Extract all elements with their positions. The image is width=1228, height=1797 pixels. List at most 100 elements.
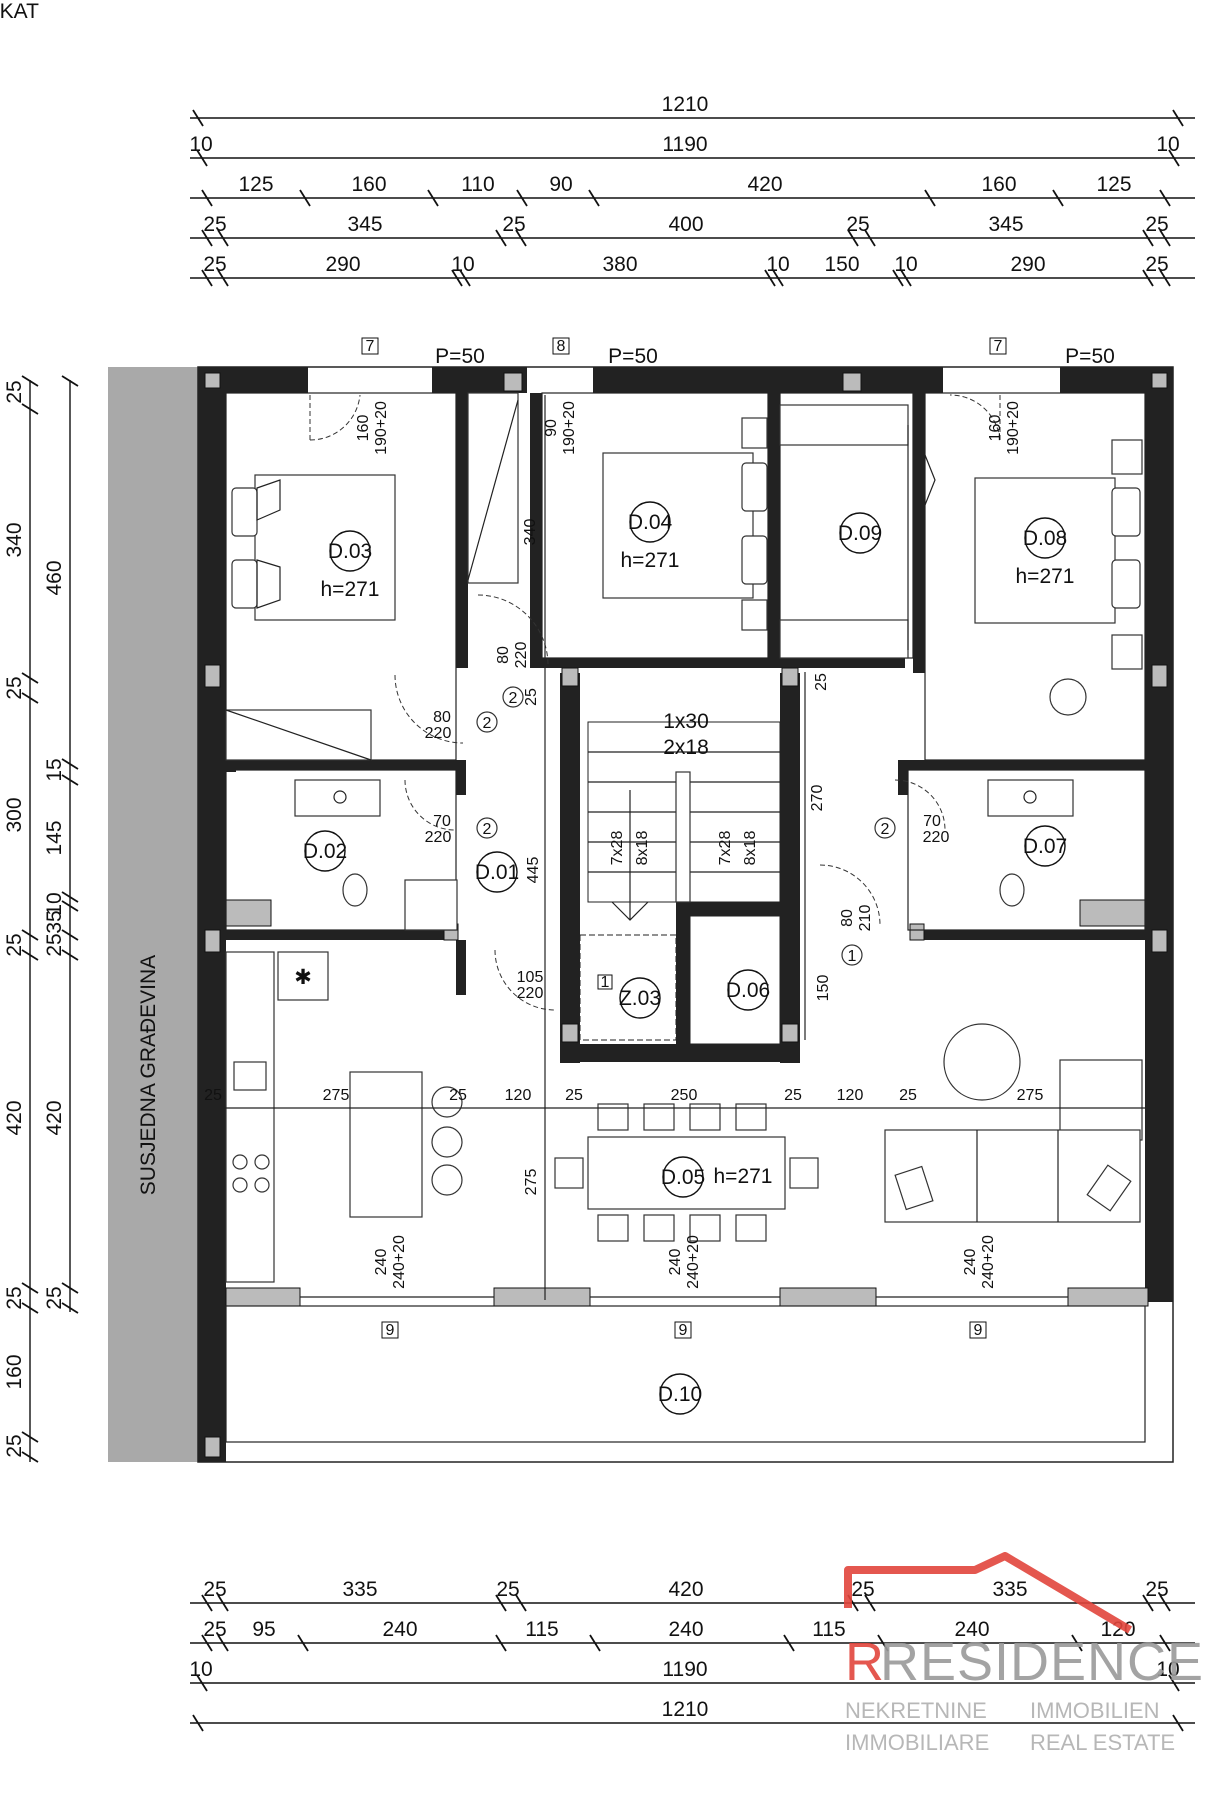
stairs-labels: 1x30 2x18 7x28 8x18 7x28 8x18 <box>609 710 759 865</box>
window-tag-top-2: 8 <box>557 338 566 355</box>
dim-living-depth: 275 <box>523 1169 540 1196</box>
dim-top-r3-4: 90 <box>549 173 572 196</box>
window-tag-bottom-3: 9 <box>974 1322 983 1339</box>
door-number-3: 2 <box>483 821 492 838</box>
room-tag-circle <box>1024 517 1066 559</box>
room-tag-d01: D.01 <box>475 851 519 893</box>
dim-top-r5-3: 10 <box>451 253 474 276</box>
w-d08-b: 190+20 <box>1005 401 1022 455</box>
window-tags: 7 8 7 9 9 9 <box>361 337 1007 1339</box>
room-tag-circle <box>662 1156 704 1198</box>
dim-left-9: 25 <box>3 1434 26 1457</box>
room-tag-z03: Z.03 <box>619 977 661 1019</box>
parapet-label-2: P=50 <box>608 345 658 368</box>
room-tag-circle <box>659 1373 701 1415</box>
dim-top-r3-3: 110 <box>461 173 494 196</box>
dim-top-r2-b: 1190 <box>662 133 707 156</box>
w-bottom-f: 240+20 <box>980 1235 997 1289</box>
bed-d03 <box>231 474 396 621</box>
dim-top-r5-5: 10 <box>766 253 789 276</box>
room-tag-d09: D.09 <box>838 512 882 554</box>
dim-top-r4-1: 25 <box>203 213 226 236</box>
room-tag-circle <box>619 977 661 1019</box>
w-bottom-e: 240 <box>962 1249 979 1276</box>
dim-bottom-r2-2: 95 <box>252 1618 275 1641</box>
room-code: D.08 <box>1023 527 1067 550</box>
brand-right-top: IMMOBILIEN <box>1030 1698 1160 1723</box>
dim-left-inner-2: 15 <box>43 758 66 781</box>
dim-d06: 150 <box>815 975 832 1002</box>
dim-left-5: 25 <box>3 933 26 956</box>
dim-left-inner-6: 25 <box>43 933 66 956</box>
neighbor-label: SUSJEDNA GRAĐEVINA <box>137 955 160 1195</box>
dim-left-inner-5: 35 <box>43 910 66 933</box>
room-code: D.02 <box>303 840 347 863</box>
dim-top-r5-2: 290 <box>325 253 360 276</box>
room-tag-d08: D.08h=271 <box>1016 517 1074 588</box>
stairs-riser: 2x18 <box>663 736 709 759</box>
stairs-flight-b2: 8x18 <box>742 831 759 866</box>
dim-top-r5-4: 380 <box>602 253 637 276</box>
dim-top-r5-6: 150 <box>824 253 859 276</box>
door-d06-h: 210 <box>857 905 874 932</box>
dim-top-r5-7: 10 <box>894 253 917 276</box>
dim-small-b: 25 <box>813 673 830 691</box>
door-z03-w: 105 <box>517 969 544 986</box>
room-code: D.04 <box>628 511 673 534</box>
window-tag-bottom-1: 9 <box>386 1322 395 1339</box>
w-bottom-b: 240+20 <box>391 1235 408 1289</box>
dim-top-r3-7: 125 <box>1096 173 1131 196</box>
top-dimensions: 1210 10 1190 10 125 160 110 90 420 160 1… <box>189 93 1195 287</box>
living-row-dim: 275 <box>1017 1087 1044 1104</box>
dim-bottom-r1-7: 25 <box>1145 1578 1168 1601</box>
dim-top-r3-1: 125 <box>238 173 273 196</box>
w-d08-a: 160 <box>987 415 1004 442</box>
dim-top-r4-6: 345 <box>988 213 1023 236</box>
window-tag-bottom-2: 9 <box>679 1322 688 1339</box>
floor-label: I.KAT <box>0 0 39 23</box>
dim-top-r5-1: 25 <box>203 253 226 276</box>
room-tag-circle <box>476 851 518 893</box>
dim-bottom-r3-3: 10 <box>1156 1658 1179 1681</box>
living-row-dim: 25 <box>204 1087 222 1104</box>
brand-initial: R <box>845 1632 885 1692</box>
room-tag-d07: D.07 <box>1023 825 1067 867</box>
bed-d04 <box>602 417 768 631</box>
room-tag-d04: D.04h=271 <box>621 501 679 572</box>
dim-top-r2-c: 10 <box>1156 133 1179 156</box>
dim-small-a: 25 <box>523 688 540 706</box>
dim-top-r4-3: 25 <box>502 213 525 236</box>
dim-bottom-r3-2: 1190 <box>662 1658 707 1681</box>
brand-name: RESIDENCE <box>880 1632 1204 1692</box>
dim-bottom-r1-1: 25 <box>203 1578 226 1601</box>
w-d04-a: 90 <box>543 419 560 437</box>
door-d04-h: 220 <box>513 642 530 669</box>
door-number-5: 1 <box>601 974 610 991</box>
door-d07-w: 70 <box>923 813 941 830</box>
brand-logo: R RESIDENCE NEKRETNINE IMMOBILIEN IMMOBI… <box>844 1552 1204 1755</box>
door-z03-h: 220 <box>517 985 544 1002</box>
w-d03-a: 160 <box>355 415 372 442</box>
brand-left-top: NEKRETNINE <box>845 1698 987 1723</box>
dim-left-inner-8: 25 <box>43 1286 66 1309</box>
room-tag-d03: D.03h=271 <box>321 530 379 601</box>
dim-top-r3-6: 160 <box>981 173 1016 196</box>
living-row-dim: 25 <box>899 1087 917 1104</box>
door-d07-h: 220 <box>923 829 950 846</box>
stairs-flight-a1: 7x28 <box>609 831 626 866</box>
parapet-label-1: P=50 <box>435 345 485 368</box>
brand-left-bottom: IMMOBILIARE <box>845 1730 989 1755</box>
room-tag-circle <box>329 530 371 572</box>
w-d03-b: 190+20 <box>373 401 390 455</box>
door-number-2: 2 <box>483 715 492 732</box>
brand-right-bottom: REAL ESTATE <box>1030 1730 1175 1755</box>
dim-left-2: 340 <box>3 522 26 557</box>
dim-top-r4-4: 400 <box>668 213 703 236</box>
neighbor-building <box>108 367 198 1462</box>
room-code: Z.03 <box>619 987 661 1010</box>
room-tag-d10: D.10 <box>658 1373 702 1415</box>
dim-top-r2-a: 10 <box>189 133 212 156</box>
opening-labels: 160 190+20 90 190+20 160 190+20 240 240+… <box>355 401 1022 1289</box>
dim-top-r4-5: 25 <box>846 213 869 236</box>
room-code: D.01 <box>475 861 519 884</box>
